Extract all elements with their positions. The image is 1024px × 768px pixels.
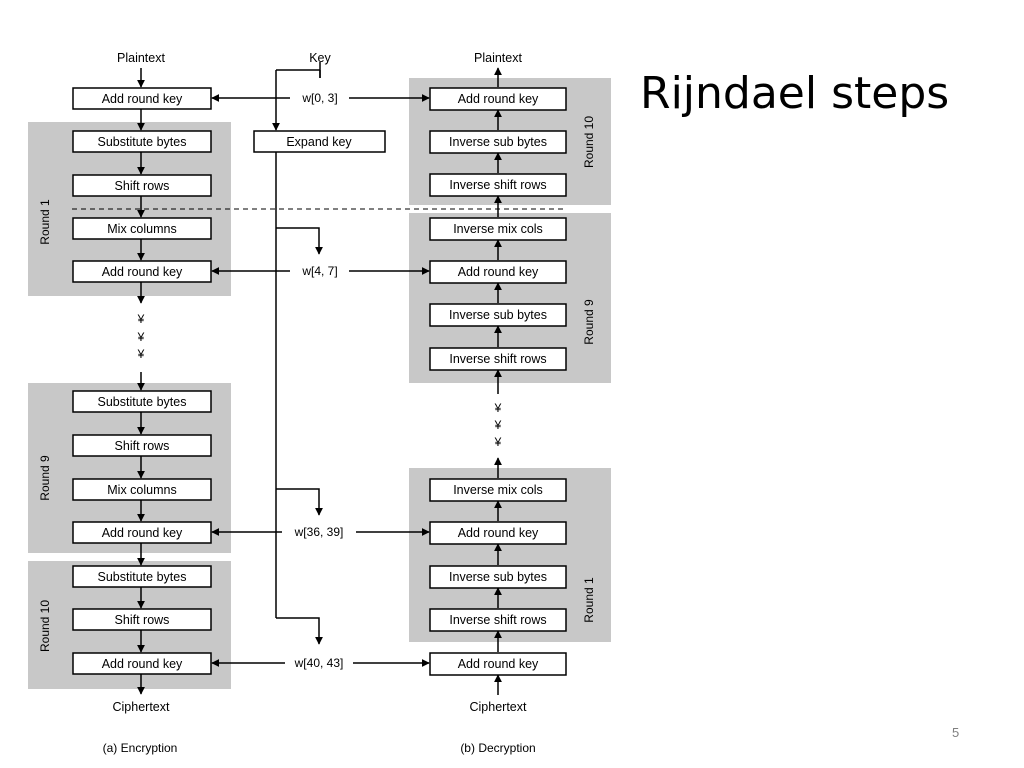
dec-ellipsis-2: ¥: [494, 418, 502, 432]
enc-r1-box-1: [72, 130, 212, 153]
dec-r9-box-2: [429, 260, 567, 284]
dec-r10-box-3: [429, 173, 567, 197]
dec-initial-box: [429, 652, 567, 676]
io-labels: Plaintext Ciphertext Key Plaintext Ciphe…: [113, 51, 527, 714]
dec-r1-box-3: [429, 565, 567, 589]
decryption-caption: (b) Decryption: [460, 741, 535, 755]
dec-round-1-label: Round 1: [582, 577, 596, 623]
dec-r1-box-1: [429, 478, 567, 502]
enc-r10-box-3: [72, 652, 212, 675]
dec-r10-box-1: [429, 87, 567, 111]
enc-round-9-label: Round 9: [38, 455, 52, 501]
key-word-1: w[4, 7]: [301, 264, 337, 278]
enc-input-label: Plaintext: [117, 51, 165, 65]
enc-initial-box: [72, 87, 212, 110]
dec-r9-box-3: [429, 303, 567, 327]
enc-r10-label-3: Add round key: [102, 657, 183, 671]
enc-r10-label-2: Shift rows: [115, 613, 170, 627]
key-word-labels: w[0, 3] w[4, 7] w[36, 39] w[40, 43]: [294, 91, 344, 670]
enc-r1-label-2: Shift rows: [115, 179, 170, 193]
enc-r1-box-3: [72, 217, 212, 240]
dec-r1-box-2: [429, 521, 567, 545]
dec-r9-label-4: Inverse shift rows: [449, 352, 546, 366]
key-schedule-lines: [211, 62, 430, 667]
enc-r9-label-3: Mix columns: [107, 483, 176, 497]
dec-r9-box-4: [429, 347, 567, 371]
dec-r9-label-2: Add round key: [458, 265, 539, 279]
round-labels: Round 1 Round 9 Round 10 Round 10 Round …: [38, 116, 596, 652]
key-word-3: w[40, 43]: [294, 656, 344, 670]
slide-title: Rijndael steps: [640, 68, 950, 119]
enc-r9-box-2: [72, 434, 212, 457]
expand-key-box: [253, 130, 386, 153]
step-boxes: [72, 87, 567, 676]
dec-r10-box-2: [429, 130, 567, 154]
dec-initial-label: Add round key: [458, 657, 539, 671]
dec-r9-label-1: Inverse mix cols: [453, 222, 543, 236]
enc-output-label: Ciphertext: [113, 700, 170, 714]
dec-r1-label-3: Inverse sub bytes: [449, 570, 547, 584]
dec-r9-box-1: [429, 217, 567, 241]
enc-r1-box-2: [72, 174, 212, 197]
enc-r1-box-4: [72, 260, 212, 283]
dec-r1-label-1: Inverse mix cols: [453, 483, 543, 497]
enc-r1-label-4: Add round key: [102, 265, 183, 279]
expand-key-label: Expand key: [286, 135, 352, 149]
enc-round-1-label: Round 1: [38, 199, 52, 245]
key-input-label: Key: [309, 51, 331, 65]
enc-initial-label: Add round key: [102, 92, 183, 106]
enc-r10-label-1: Substitute bytes: [98, 570, 187, 584]
dec-r10-label-2: Inverse sub bytes: [449, 135, 547, 149]
dec-r9-label-3: Inverse sub bytes: [449, 308, 547, 322]
dec-ellipsis-3: ¥: [494, 435, 502, 449]
dec-r1-label-2: Add round key: [458, 526, 539, 540]
enc-ellipsis-1: ¥: [137, 312, 145, 326]
step-labels: Add round key Substitute bytes Shift row…: [98, 92, 547, 671]
encryption-caption: (a) Encryption: [103, 741, 178, 755]
captions: (a) Encryption (b) Decryption: [103, 741, 536, 755]
enc-r10-box-2: [72, 608, 212, 631]
dec-r1-box-4: [429, 608, 567, 632]
enc-r9-label-4: Add round key: [102, 526, 183, 540]
enc-r10-box-1: [72, 565, 212, 588]
enc-ellipsis-3: ¥: [137, 347, 145, 361]
enc-r9-box-3: [72, 478, 212, 501]
key-word-0: w[0, 3]: [301, 91, 337, 105]
key-word-2: w[36, 39]: [294, 525, 344, 539]
dec-input-label: Ciphertext: [470, 700, 527, 714]
enc-r1-label-3: Mix columns: [107, 222, 176, 236]
enc-r9-box-1: [72, 390, 212, 413]
enc-round-10-label: Round 10: [38, 600, 52, 652]
dec-round-10-label: Round 10: [582, 116, 596, 168]
dec-output-label: Plaintext: [474, 51, 522, 65]
ellipsis-marks: ¥ ¥ ¥ ¥ ¥ ¥: [137, 312, 502, 449]
dec-r10-label-3: Inverse shift rows: [449, 178, 546, 192]
enc-r9-label-2: Shift rows: [115, 439, 170, 453]
enc-ellipsis-2: ¥: [137, 330, 145, 344]
enc-r9-label-1: Substitute bytes: [98, 395, 187, 409]
dec-r1-label-4: Inverse shift rows: [449, 613, 546, 627]
dec-r10-label-1: Add round key: [458, 92, 539, 106]
dec-ellipsis-1: ¥: [494, 401, 502, 415]
enc-r1-label-1: Substitute bytes: [98, 135, 187, 149]
dec-round-9-label: Round 9: [582, 299, 596, 345]
enc-r9-box-4: [72, 521, 212, 544]
round-panels: [28, 78, 611, 689]
page-number: 5: [952, 725, 960, 740]
